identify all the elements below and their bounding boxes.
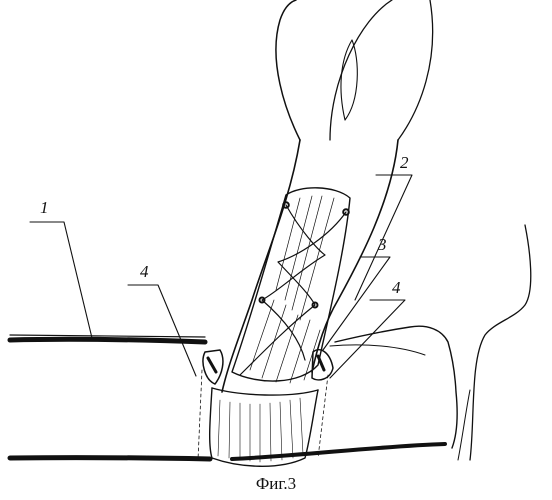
bone-socket <box>197 369 329 467</box>
label-4-left: 4 <box>140 262 149 281</box>
label-2: 2 <box>400 153 409 172</box>
bone-plate <box>7 224 532 462</box>
tooth-root <box>221 0 434 393</box>
graft-insert <box>231 187 351 384</box>
figure-caption: Фиг.3 <box>255 474 297 493</box>
label-1: 1 <box>40 198 49 217</box>
fixation-clips <box>202 348 334 385</box>
label-3: 3 <box>377 235 387 254</box>
leader-lines <box>29 174 413 379</box>
suture-thread <box>239 201 350 376</box>
label-4-right: 4 <box>392 278 401 297</box>
